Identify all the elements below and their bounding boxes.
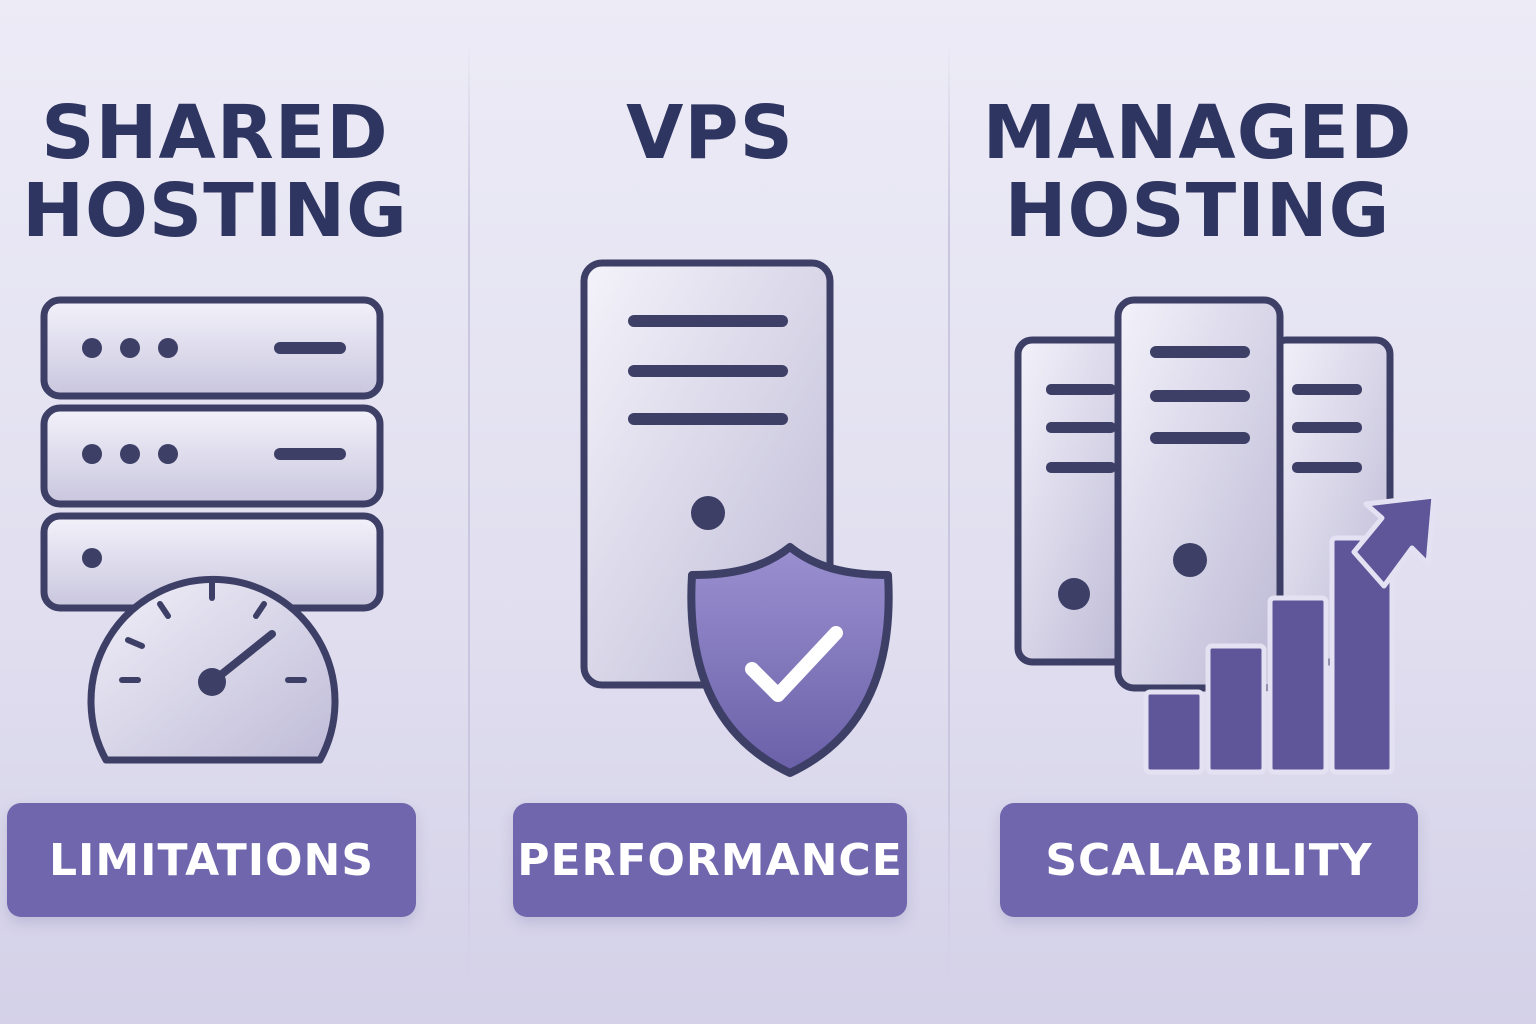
speedometer-icon	[87, 575, 339, 764]
server-rack-speedometer-icon	[40, 296, 384, 764]
performance-badge: PERFORMANCE	[513, 803, 907, 917]
vps-title: VPS	[626, 90, 794, 176]
managed-hosting-title: MANAGED HOSTING	[982, 90, 1413, 254]
server-unit-top	[40, 296, 384, 400]
growth-chart-icon	[1143, 535, 1395, 775]
growth-arrow-icon	[1351, 493, 1437, 589]
limitations-badge: LIMITATIONS	[7, 803, 416, 917]
server-cluster-growth-chart-icon	[1014, 296, 1437, 775]
scalability-badge: SCALABILITY	[1000, 803, 1418, 917]
shield-check-icon	[687, 543, 893, 777]
column-divider-right	[948, 40, 950, 984]
server-tower-shield-check-icon	[580, 259, 893, 777]
column-divider-left	[468, 40, 470, 984]
server-tower-front	[1114, 296, 1284, 692]
shared-hosting-title: SHARED HOSTING	[22, 90, 408, 254]
